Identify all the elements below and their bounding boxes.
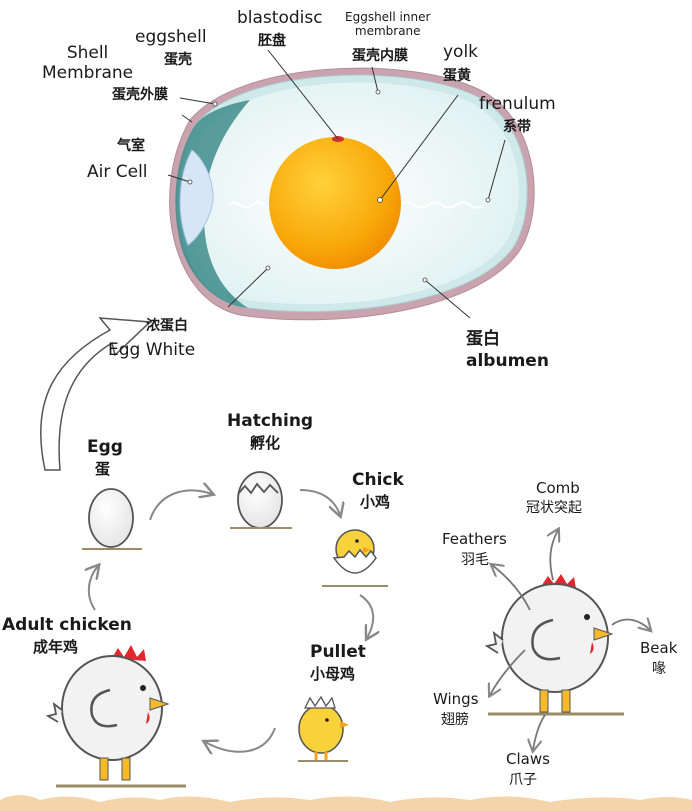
label-egg-white-zh: 浓蛋白: [146, 318, 188, 334]
label-albumen-zh: 蛋白: [466, 329, 500, 349]
leader-lines: [167, 49, 506, 319]
yolk-shape: [269, 137, 401, 269]
egg-cross-section: [169, 67, 535, 321]
label-beak: Beak: [640, 639, 678, 657]
label-wings-zh: 翅膀: [441, 712, 469, 728]
anatomy-arrows: [490, 530, 650, 750]
label-hatching: Hatching: [227, 411, 314, 431]
anatomy-chicken: [484, 574, 624, 716]
label-inner-membrane: Eggshell inner membrane: [345, 10, 431, 38]
label-air-cell: Air Cell: [87, 162, 148, 182]
label-pullet-zh: 小母鸡: [310, 665, 356, 683]
lifecycle-egg: [82, 488, 142, 550]
frenulum-right: [399, 201, 485, 209]
ground-strip: [0, 795, 692, 811]
label-feathers: Feathers: [442, 530, 507, 548]
label-frenulum-zh: 系带: [503, 119, 531, 135]
label-blastodisc: blastodisc: [237, 8, 323, 28]
label-air-cell-zh: 气室: [117, 138, 145, 154]
label-albumen: albumen: [466, 351, 549, 371]
label-chick: Chick: [352, 470, 404, 490]
air-cell-shape: [179, 149, 214, 246]
lifecycle-adult-chicken: [45, 645, 186, 788]
big-curved-arrow: [40, 317, 152, 471]
label-hatching-zh: 孵化: [250, 434, 281, 452]
label-yolk-zh: 蛋黄: [443, 68, 471, 84]
label-egg: Egg: [87, 437, 123, 457]
label-feathers-zh: 羽毛: [461, 552, 489, 568]
label-blastodisc-zh: 胚盘: [258, 33, 286, 49]
label-egg-white: Egg White: [108, 340, 196, 360]
label-claws-zh: 爪子: [509, 772, 537, 788]
cycle-arrows: [89, 490, 373, 752]
label-chick-zh: 小鸡: [360, 493, 391, 511]
label-frenulum: frenulum: [479, 94, 556, 114]
label-adult-chicken-zh: 成年鸡: [33, 638, 79, 656]
label-yolk: yolk: [443, 42, 479, 62]
label-shell-membrane-zh: 蛋壳外膜: [112, 87, 168, 103]
frenulum-left: [227, 201, 277, 209]
label-inner-membrane-zh: 蛋壳内膜: [352, 48, 408, 64]
lifecycle-chick: [322, 529, 388, 587]
label-shell-membrane: Shell Membrane: [42, 43, 134, 83]
label-wings: Wings: [433, 690, 479, 708]
label-beak-zh: 喙: [652, 661, 666, 677]
lifecycle-hatching-egg: [230, 471, 292, 529]
label-comb-zh: 冠状突起: [526, 500, 582, 516]
label-egg-zh: 蛋: [95, 460, 111, 478]
label-claws: Claws: [506, 750, 550, 768]
lifecycle-pullet: [298, 695, 349, 762]
label-eggshell-zh: 蛋壳: [164, 52, 192, 68]
leader-dots: [187, 89, 491, 283]
label-eggshell: eggshell: [135, 27, 207, 47]
label-comb: Comb: [536, 479, 580, 497]
label-adult-chicken: Adult chicken: [2, 615, 132, 635]
label-pullet: Pullet: [310, 642, 366, 662]
